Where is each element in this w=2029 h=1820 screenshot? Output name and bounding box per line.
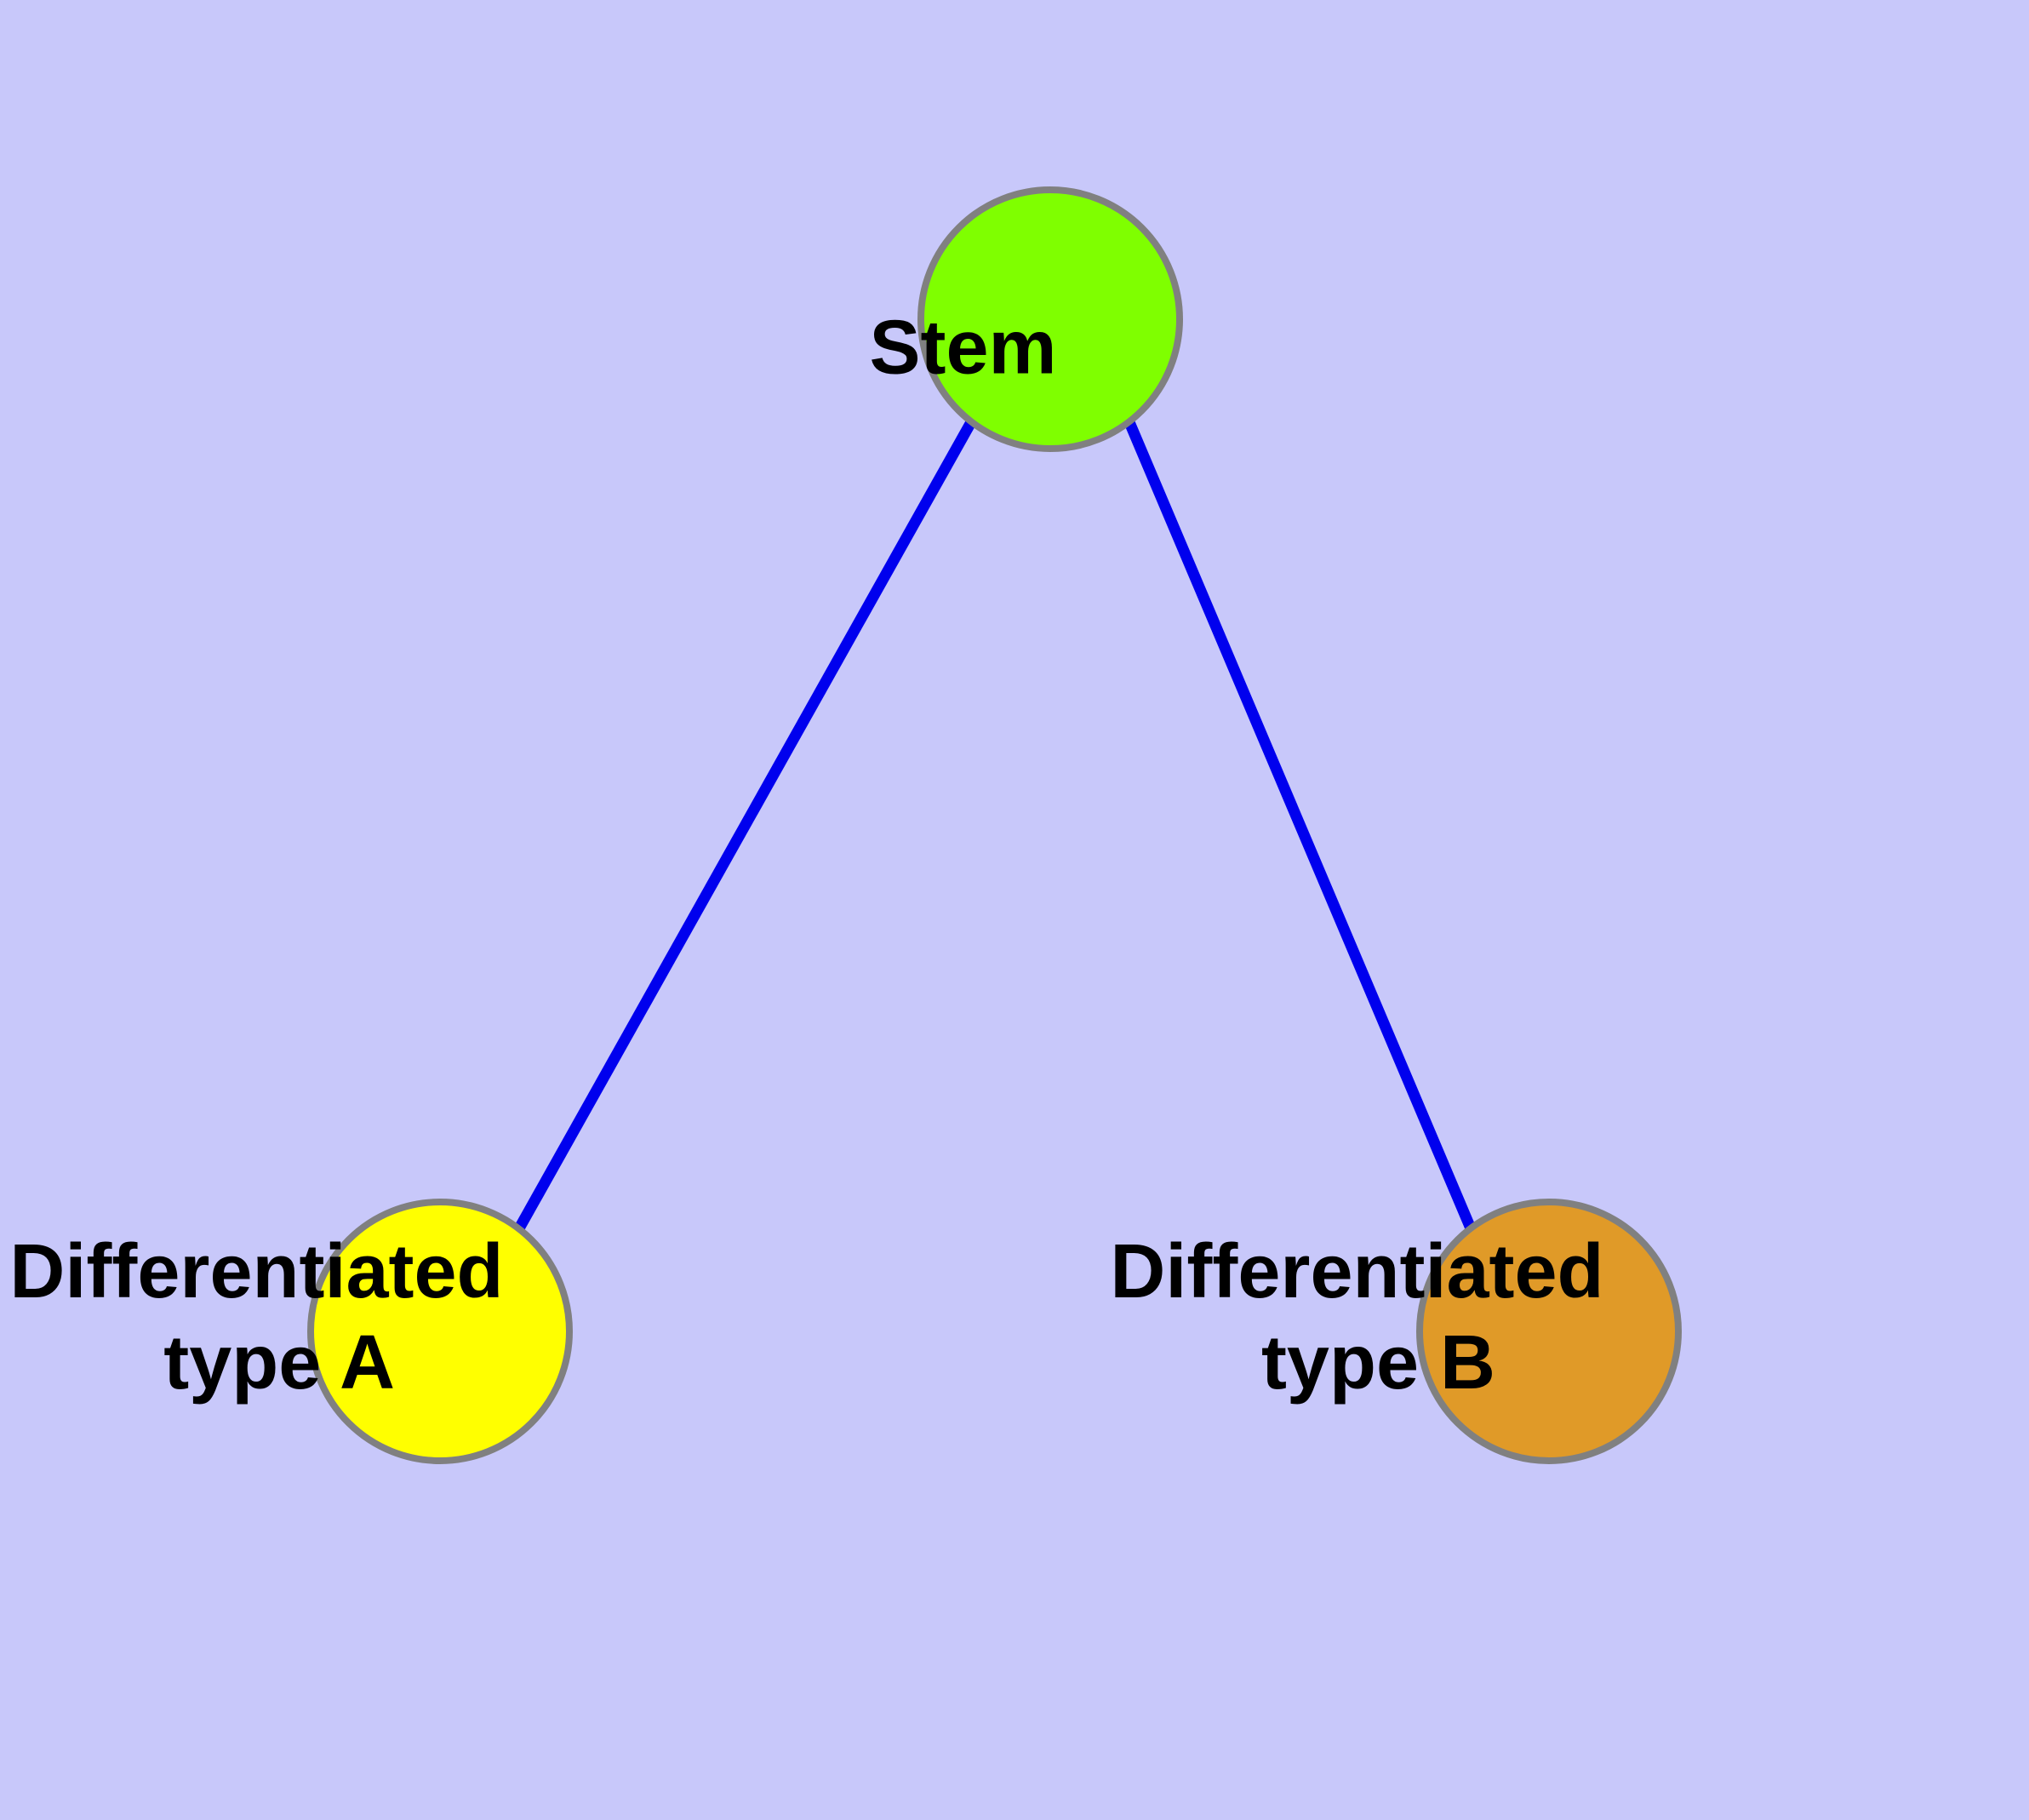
node-stem-circle[interactable] [917,186,1183,452]
node-differentiated-type-b-label-line1: Differentiated [1110,1229,1603,1314]
edge-stem-to-differentiated-type-b [1124,420,1476,1231]
node-differentiated-type-a[interactable]: Differentiated type A [0,0,738,1464]
node-differentiated-type-a-label: Differentiated type A [0,0,738,1405]
node-stem-label: Stem [0,0,1249,391]
node-differentiated-type-b[interactable]: Differentiated type B [0,0,1838,1464]
node-differentiated-type-a-circle[interactable] [307,1199,573,1464]
node-differentiated-type-b-label: Differentiated type B [1110,1229,1603,1405]
node-differentiated-type-a-label-line1: Differentiated [9,1229,503,1314]
edge-stem-to-differentiated-type-a [514,419,976,1232]
edges-layer [514,419,1476,1232]
node-differentiated-type-a-label-line2: type A [163,1320,393,1405]
node-stem-label-line1: Stem [869,306,1056,391]
nodes-layer: Stem Differentiated type A Differentiate… [0,0,1838,1464]
node-differentiated-type-b-label-line2: type B [1261,1320,1495,1405]
node-stem[interactable]: Stem [0,0,1249,452]
node-differentiated-type-b-circle[interactable] [1416,1199,1682,1464]
